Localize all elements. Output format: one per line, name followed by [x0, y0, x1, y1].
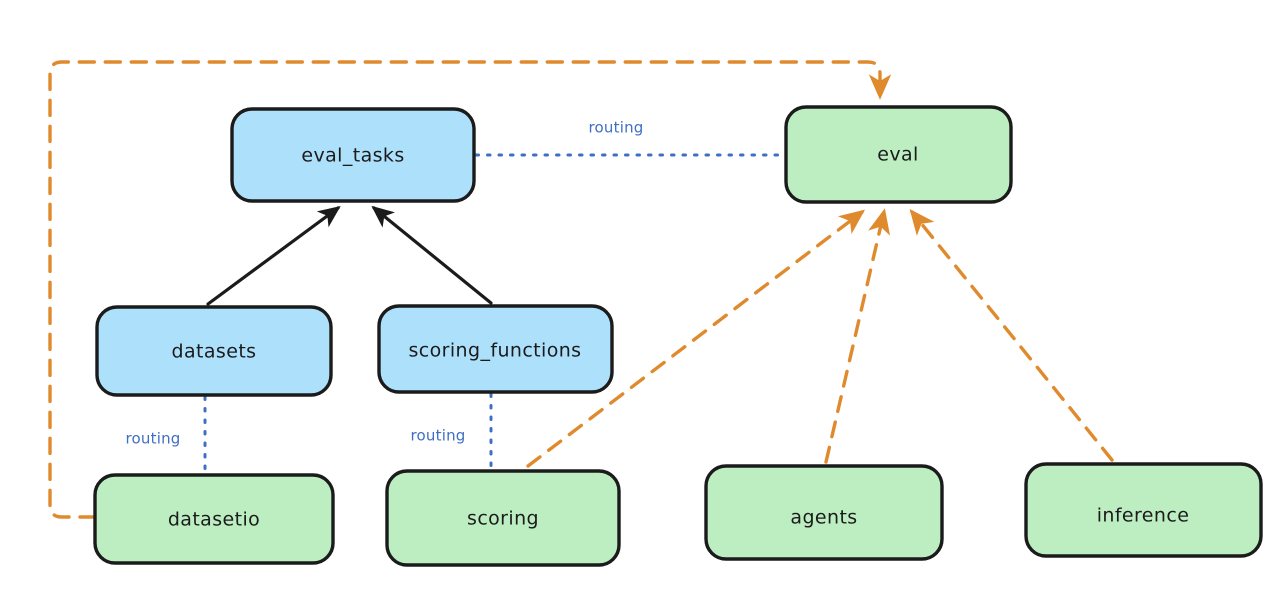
- edge-path-inference-eval: [909, 209, 1114, 462]
- edge-label-routing-datasets-datasetio: routing: [126, 430, 181, 448]
- node-label-datasetio: datasetio: [168, 509, 260, 531]
- node-label-datasets: datasets: [172, 341, 257, 363]
- edge-label-routing-eval_tasks-eval: routing: [589, 119, 644, 137]
- node-shape-eval_tasks[interactable]: [230, 107, 476, 203]
- node-label-agents: agents: [790, 507, 857, 529]
- edge-scoring_functions-scoring: routing: [411, 392, 493, 471]
- node-label-eval_tasks: eval_tasks: [301, 145, 404, 167]
- edge-datasets-datasetio: routing: [126, 395, 207, 475]
- edge-datasets-eval_tasks: [206, 206, 341, 306]
- edge-path-datasetio-eval: [48, 60, 892, 519]
- node-shape-eval[interactable]: [784, 105, 1013, 204]
- node-shape-datasetio[interactable]: [93, 473, 335, 565]
- node-label-inference: inference: [1097, 505, 1190, 527]
- node-eval[interactable]: eval: [784, 105, 1013, 204]
- edge-path-scoring-eval: [526, 209, 866, 468]
- edge-scoring-eval: [526, 209, 866, 468]
- edge-path-agents-eval: [824, 208, 891, 464]
- node-shape-inference[interactable]: [1024, 462, 1263, 558]
- edge-scoring_functions-eval_tasks: [371, 205, 493, 305]
- node-datasetio[interactable]: datasetio: [93, 473, 335, 565]
- edge-path-datasets-eval_tasks: [206, 206, 341, 306]
- node-shape-datasets[interactable]: [95, 305, 333, 397]
- node-layer: eval_tasks eval datasets scoring_functio…: [93, 105, 1263, 567]
- edge-label-routing-scoring_functions-scoring: routing: [411, 427, 466, 445]
- node-label-scoring: scoring: [467, 508, 539, 530]
- edge-eval_tasks-eval: routing: [474, 119, 786, 157]
- edge-path-scoring_functions-eval_tasks: [371, 205, 493, 305]
- node-shape-scoring[interactable]: [385, 469, 621, 567]
- node-datasets[interactable]: datasets: [95, 305, 333, 397]
- edge-inference-eval: [909, 209, 1114, 462]
- node-shape-agents[interactable]: [704, 464, 944, 561]
- node-agents[interactable]: agents: [704, 464, 944, 561]
- node-label-scoring_functions: scoring_functions: [409, 340, 582, 362]
- node-scoring[interactable]: scoring: [385, 469, 621, 567]
- edge-layer: routing routing routing: [48, 60, 1114, 519]
- node-label-eval: eval: [877, 144, 918, 166]
- edge-agents-eval: [824, 208, 891, 464]
- node-inference[interactable]: inference: [1024, 462, 1263, 558]
- node-shape-scoring_functions[interactable]: [377, 304, 614, 394]
- node-eval_tasks[interactable]: eval_tasks: [230, 107, 476, 203]
- edge-datasetio-eval: [48, 60, 892, 519]
- node-scoring_functions[interactable]: scoring_functions: [377, 304, 614, 394]
